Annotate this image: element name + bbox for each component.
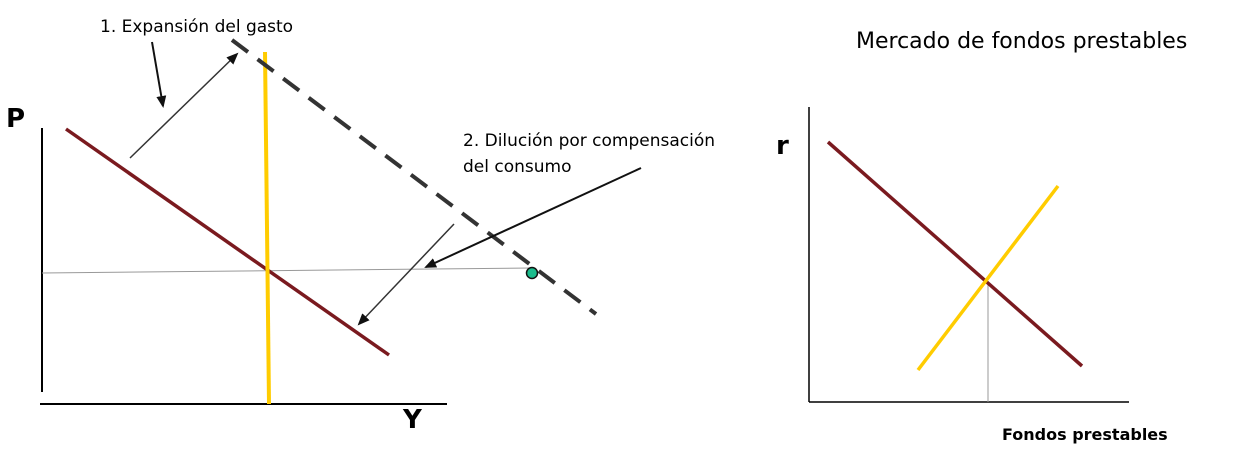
left-x-axis-label: Y — [403, 405, 422, 435]
right-y-axis-label: r — [776, 131, 789, 161]
vertical-supply-curve — [263, 51, 271, 405]
shifted-demand-curve — [230, 38, 598, 316]
right-diagram-title: Mercado de fondos prestables — [856, 29, 1188, 54]
left-y-axis-label: P — [6, 104, 26, 134]
loanable-funds-supply-curve — [916, 184, 1060, 372]
annotation-2-text-line2: del consumo — [463, 157, 572, 177]
right-diagram — [808, 107, 1129, 403]
dilution-arrow — [357, 223, 455, 326]
equilibrium-marker — [525, 266, 539, 280]
expansion-arrow — [129, 52, 239, 159]
right-x-axis-label: Fondos prestables — [1002, 425, 1168, 444]
aggregate-demand-curve — [64, 127, 391, 357]
annotation-1-text: 1. Expansión del gasto — [100, 17, 294, 37]
annotation-2-text-line1: 2. Dilución por compensación — [463, 131, 716, 151]
loanable-funds-demand-curve — [826, 140, 1084, 368]
annotation-1-pointer — [151, 41, 167, 108]
annotation-2-pointer — [424, 167, 642, 268]
left-horizontal-guide — [41, 267, 533, 274]
left-diagram — [40, 38, 642, 405]
